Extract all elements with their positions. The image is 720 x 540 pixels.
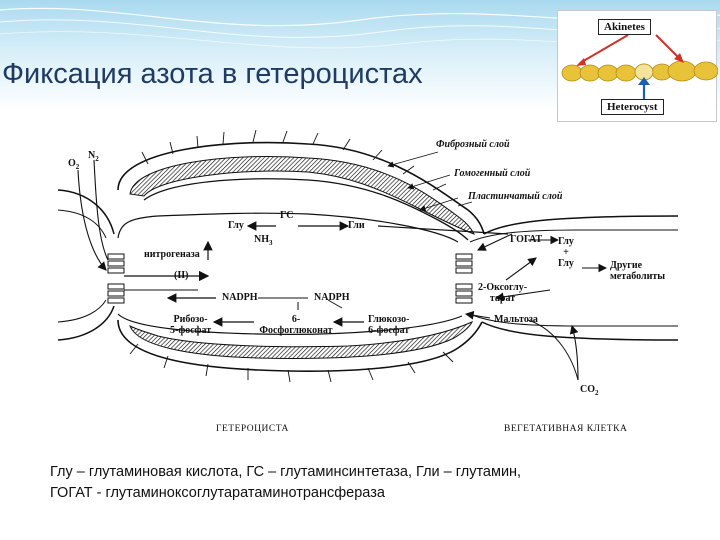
nadph-left-label: NADPH xyxy=(222,292,258,303)
heterocyst-caption: ГЕТЕРОЦИСТА xyxy=(216,424,289,434)
gln-label: Гли xyxy=(348,220,365,231)
ii-label: (II) xyxy=(174,270,189,281)
glu-plus-glu-label: Глу+Глу xyxy=(558,236,574,269)
filament-illustration xyxy=(561,34,718,101)
maltose-label: Мальтоза xyxy=(494,314,538,325)
filament-inset: Akinetes Heterocyst xyxy=(557,10,718,122)
caption-line-2: ГОГАТ - глутаминоксоглутаратаминотрансфе… xyxy=(50,485,385,501)
nadph-right-label: NADPH xyxy=(314,292,350,303)
nh3-label: NH3 xyxy=(254,234,273,247)
plasma-layer-label: Пластинчатый слой xyxy=(468,191,563,202)
n2-label: N2 xyxy=(88,150,99,163)
caption-line-1: Глу – глутаминовая кислота, ГС – глутами… xyxy=(50,464,522,480)
phosphogluconate-label: 6-Фосфоглюконат xyxy=(259,314,333,336)
abbreviations-caption: Глу – глутаминовая кислота, ГС – глутами… xyxy=(50,462,700,504)
o2-label: O2 xyxy=(68,158,80,171)
ribose-5-phosphate-label: Рибозо-5-фосфат xyxy=(170,314,212,336)
glu-left-label: Глу xyxy=(228,220,244,231)
fibrous-layer-label: Фиброзный слой xyxy=(436,139,510,150)
heterocyst-label: Heterocyst xyxy=(601,99,664,115)
vegetative-cell-caption: ВЕГЕТАТИВНАЯ КЛЕТКА xyxy=(504,424,628,434)
diagram-drawing xyxy=(58,130,678,383)
oxoglutarate-label: 2-Оксоглу-тарат xyxy=(478,282,528,304)
akinetes-label: Akinetes xyxy=(598,19,651,35)
gogat-label: ГОГАТ xyxy=(510,234,543,245)
slide-title: Фиксация азота в гетероцистах xyxy=(2,58,423,90)
homogeneous-layer-label: Гомогенный слой xyxy=(454,168,531,179)
nitrogenase-label: нитрогеназа xyxy=(144,249,200,260)
heterocyst-diagram: O2 N2 Фиброзный слой Гомогенный слой Пла… xyxy=(58,130,678,445)
glucose-6-phosphate-label: Глюкозо-6-фосфат xyxy=(368,314,410,336)
co2-label: CO2 xyxy=(580,384,599,397)
gs-label: ГС xyxy=(280,210,294,221)
